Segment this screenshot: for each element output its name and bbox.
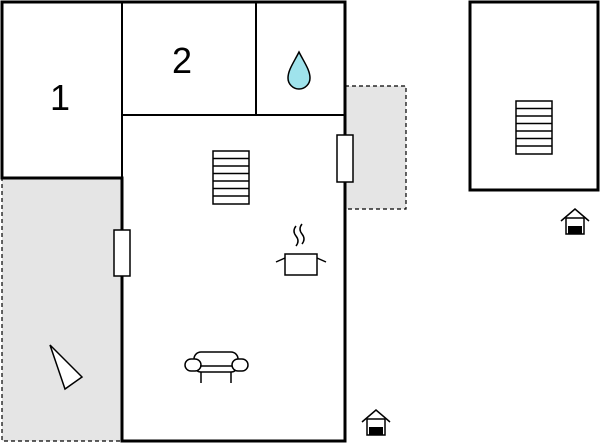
room-label-1: 1 [50, 77, 70, 118]
main-building-walls [0, 0, 347, 443]
sofa-icon [184, 351, 249, 383]
annex-building-walls [468, 0, 600, 192]
compass-arrow-icon [49, 344, 84, 391]
window-right [336, 134, 354, 183]
terrace-right [344, 85, 407, 210]
stairs-icon-annex [515, 100, 553, 155]
window-left [113, 229, 131, 277]
entrance-icon-annex [560, 208, 590, 235]
cooking-pot-icon [275, 223, 327, 276]
entrance-icon [361, 409, 391, 436]
stairs-icon [212, 150, 250, 205]
water-drop-icon [287, 50, 311, 90]
terrace-left [1, 177, 123, 442]
room-label-2: 2 [172, 40, 192, 81]
